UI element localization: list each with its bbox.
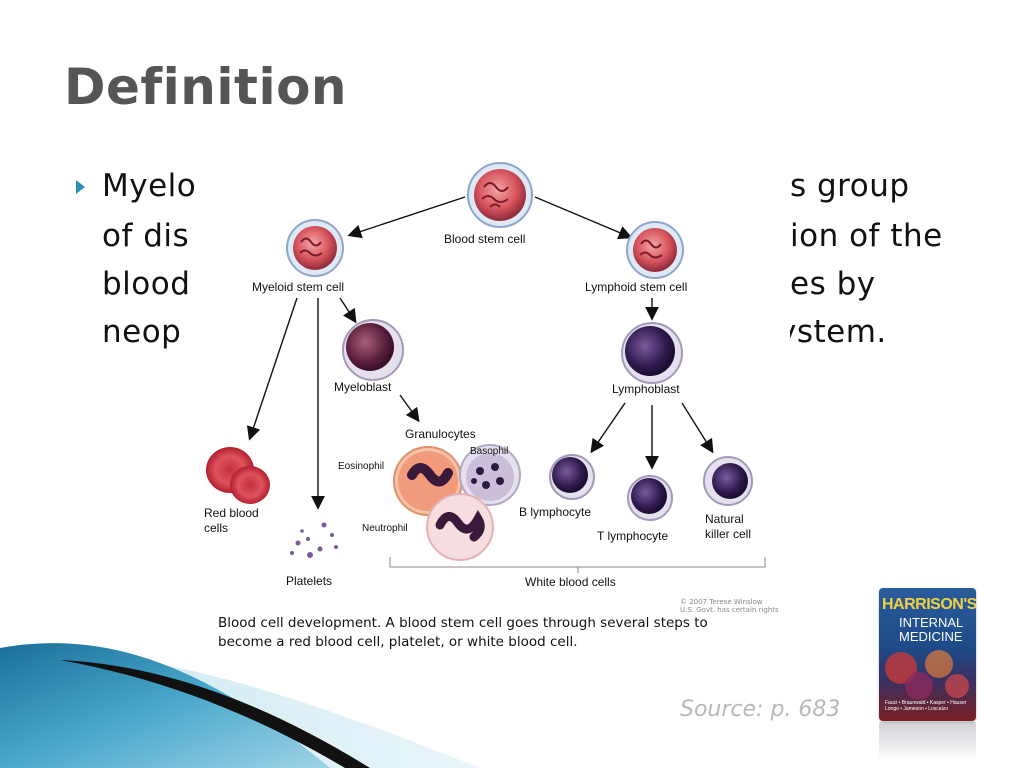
- diagram-copyright: © 2007 Terese Winslow U.S. Govt. has cer…: [680, 598, 779, 614]
- label-platelets: Platelets: [286, 574, 332, 588]
- label-eosinophil: Eosinophil: [338, 461, 384, 472]
- bullet-line-4-left: neop: [102, 314, 182, 350]
- blood-cell-diagram: Blood stem cell Myeloid stem cell Lympho…: [200, 155, 790, 665]
- wave-dark: [60, 660, 370, 768]
- platelets: [290, 522, 338, 558]
- arrow-stem-to-lymphoid: [534, 196, 633, 240]
- lymphoblast-cell: [621, 322, 683, 384]
- label-blood-stem-cell: Blood stem cell: [444, 232, 525, 246]
- arrow-myeloid-to-myeloblast: [339, 297, 357, 324]
- arrow-myeloid-to-rbc: [246, 297, 298, 441]
- book-cover-art: [885, 650, 969, 700]
- basophil-cell: [459, 444, 521, 506]
- bullet-line-1-left: Myelo: [102, 168, 197, 204]
- natural-killer-cell: [703, 456, 753, 506]
- book-title-top: HARRISON'S: [882, 596, 976, 613]
- label-lymphoblast: Lymphoblast: [612, 382, 680, 396]
- slide-title: Definition: [64, 58, 348, 116]
- label-white-blood-cells: White blood cells: [525, 575, 616, 589]
- label-basophil: Basophil: [470, 446, 508, 457]
- label-t-lymphocyte: T lymphocyte: [597, 529, 668, 543]
- b-lymphocyte-cell: [549, 454, 595, 500]
- label-lymphoid-stem-cell: Lymphoid stem cell: [585, 280, 687, 294]
- bullet-line-4-right: ystem.: [778, 314, 887, 350]
- neutrophil-cell: [426, 493, 494, 561]
- label-myeloid-stem-cell: Myeloid stem cell: [252, 280, 344, 294]
- bullet-line-3-right: es by: [790, 266, 876, 302]
- blood-stem-cell: [467, 162, 533, 228]
- bullet-arrow-icon: [76, 180, 85, 194]
- book-reflection: [879, 722, 976, 762]
- diagram-caption: Blood cell development. A blood stem cel…: [218, 615, 708, 650]
- myeloid-stem-cell: [286, 219, 344, 277]
- bullet-line-2-left: of dis: [102, 218, 190, 254]
- arrow-myeloblast-to-granulocytes: [399, 394, 420, 423]
- copyright-line-1: © 2007 Terese Winslow: [680, 598, 763, 606]
- t-lymphocyte-cell: [627, 475, 673, 521]
- white-blood-cells-bracket: [389, 557, 766, 573]
- label-b-lymphocyte: B lymphocyte: [519, 505, 591, 519]
- label-neutrophil: Neutrophil: [362, 523, 408, 534]
- arrow-lymphoblast-to-b: [590, 402, 626, 454]
- bullet-line-2-right: ion of the: [790, 218, 943, 254]
- arrow-lymphoblast-to-nk: [681, 402, 714, 454]
- diagram-arrows: [246, 196, 714, 510]
- arrow-stem-to-myeloid: [347, 196, 466, 239]
- bullet-line-3-left: blood: [102, 266, 191, 302]
- bullet-line-1-right: s group: [790, 168, 910, 204]
- label-granulocytes: Granulocytes: [405, 427, 476, 441]
- red-blood-cells: [206, 447, 270, 504]
- myeloblast-cell: [342, 319, 404, 381]
- lymphoid-stem-cell: [626, 221, 684, 279]
- wave-blue: [0, 643, 330, 768]
- copyright-line-2: U.S. Govt. has certain rights: [680, 606, 779, 614]
- label-myeloblast: Myeloblast: [334, 380, 392, 394]
- source-citation: Source: p. 683: [680, 697, 841, 722]
